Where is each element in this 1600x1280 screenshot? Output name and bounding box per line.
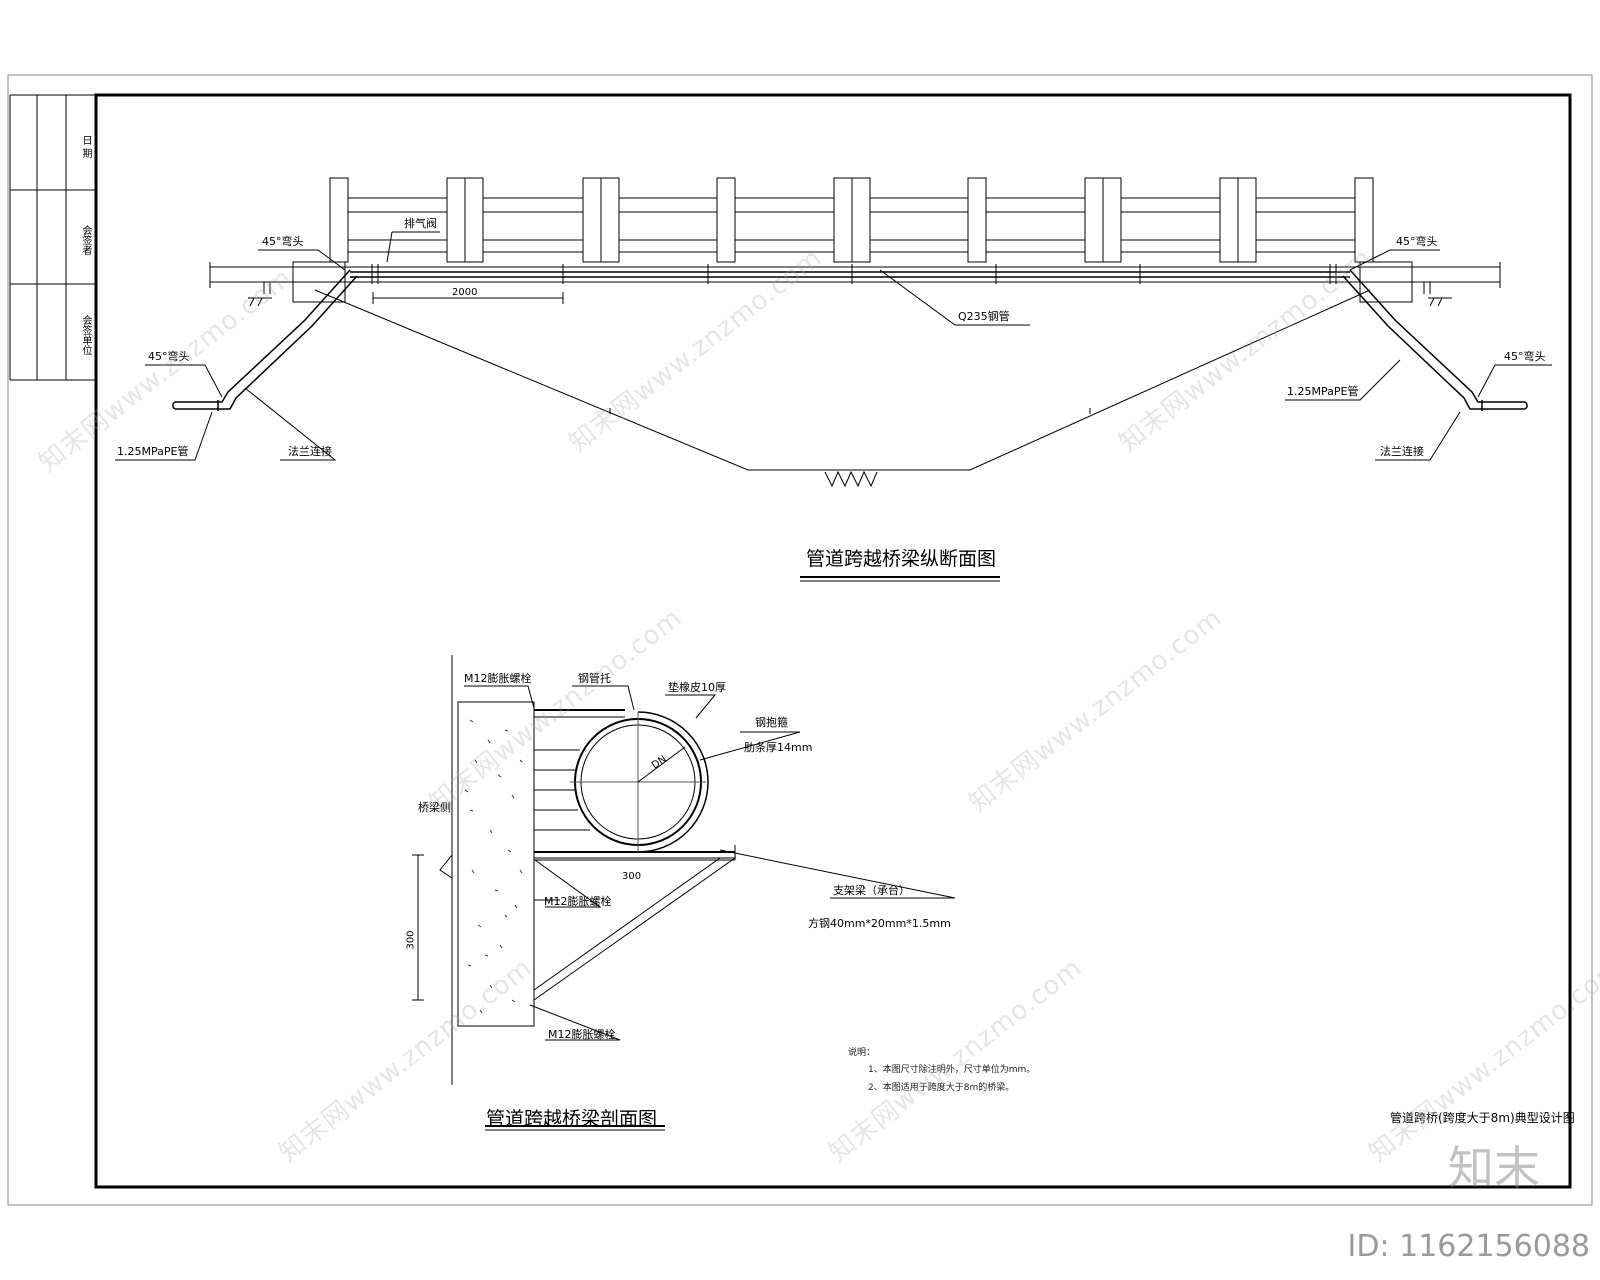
label-steel-hoop: 钢抱箍: [755, 716, 788, 729]
label-elbow-top-left: 45°弯头: [262, 235, 304, 248]
outer-frame: [7, 74, 1593, 1206]
section-title: 管道跨越桥梁剖面图: [486, 1108, 658, 1130]
label-dim-300-h: 300: [622, 871, 642, 882]
label-steel-pipe: Q235钢管: [958, 310, 1010, 323]
label-dim-300-v: 300: [405, 930, 417, 950]
leader-lines-section: [464, 685, 956, 1131]
support-brace: [533, 857, 737, 1001]
label-exhaust-valve: 排气阀: [404, 217, 437, 230]
steel-pipe-section: [570, 711, 709, 853]
label-bolt-top: M12膨胀螺栓: [464, 672, 532, 685]
pipe-joints: [371, 264, 1337, 284]
notes-item-2: 2、本图适用于跨度大于8m的桥梁。: [868, 1083, 1015, 1093]
title-block-countersign-unit: 会签单位: [80, 315, 91, 355]
notes-heading: 说明：: [848, 1048, 876, 1058]
right-descending-pipe: [1342, 269, 1528, 411]
brand-watermark: 知末: [1448, 1141, 1540, 1195]
image-id: ID: 1162156088: [1347, 1229, 1590, 1264]
label-bolt-bottom: M12膨胀螺栓: [548, 1028, 616, 1041]
label-rubber-pad: 垫橡皮10厚: [668, 681, 726, 694]
steel-pipe-line: [350, 271, 1350, 278]
bridge-wall: [439, 655, 535, 1085]
label-support-beam: 支架梁（承台）: [833, 884, 910, 897]
longitudinal-title: 管道跨越桥梁纵断面图: [806, 548, 997, 570]
label-pipe-bracket: 钢管托: [578, 672, 611, 685]
label-bridge-side: 桥梁侧: [418, 801, 451, 814]
label-flange-right: 法兰连接: [1380, 445, 1424, 458]
dimension-2000: [372, 292, 564, 304]
leader-lines-longitudinal: [115, 231, 1552, 582]
ground-hatches: [248, 282, 1452, 307]
title-block-date: 日 期: [80, 135, 91, 159]
railing: [329, 177, 1374, 263]
label-flange-left: 法兰连接: [288, 445, 332, 458]
label-rib-thickness: 肋条厚14mm: [744, 741, 813, 754]
label-elbow-bottom-left: 45°弯头: [148, 350, 190, 363]
label-dimension-2000: 2000: [452, 287, 478, 298]
label-pe-pipe-right: 1.25MPaPE管: [1287, 385, 1359, 398]
label-elbow-bottom-right: 45°弯头: [1504, 350, 1546, 363]
dimension-300: [412, 854, 735, 1001]
pipe-bracket: [533, 709, 736, 860]
title-block: [9, 94, 96, 381]
drawing-title: 管道跨桥(跨度大于8m)典型设计图: [1390, 1111, 1575, 1125]
label-pe-pipe-left: 1.25MPaPE管: [117, 445, 189, 458]
left-descending-pipe: [172, 269, 358, 411]
label-elbow-top-right: 45°弯头: [1396, 235, 1438, 248]
drawing-frame: [94, 93, 1572, 1189]
riverbed: [314, 289, 1371, 488]
notes-item-1: 1、本图尺寸除注明外，尺寸单位为mm。: [868, 1065, 1036, 1075]
concrete-stipple: [464, 719, 523, 1014]
label-square-steel: 方钢40mm*20mm*1.5mm: [808, 917, 951, 930]
label-bolt-mid: M12膨胀螺栓: [544, 895, 612, 908]
title-block-countersign: 会签者: [80, 225, 91, 255]
